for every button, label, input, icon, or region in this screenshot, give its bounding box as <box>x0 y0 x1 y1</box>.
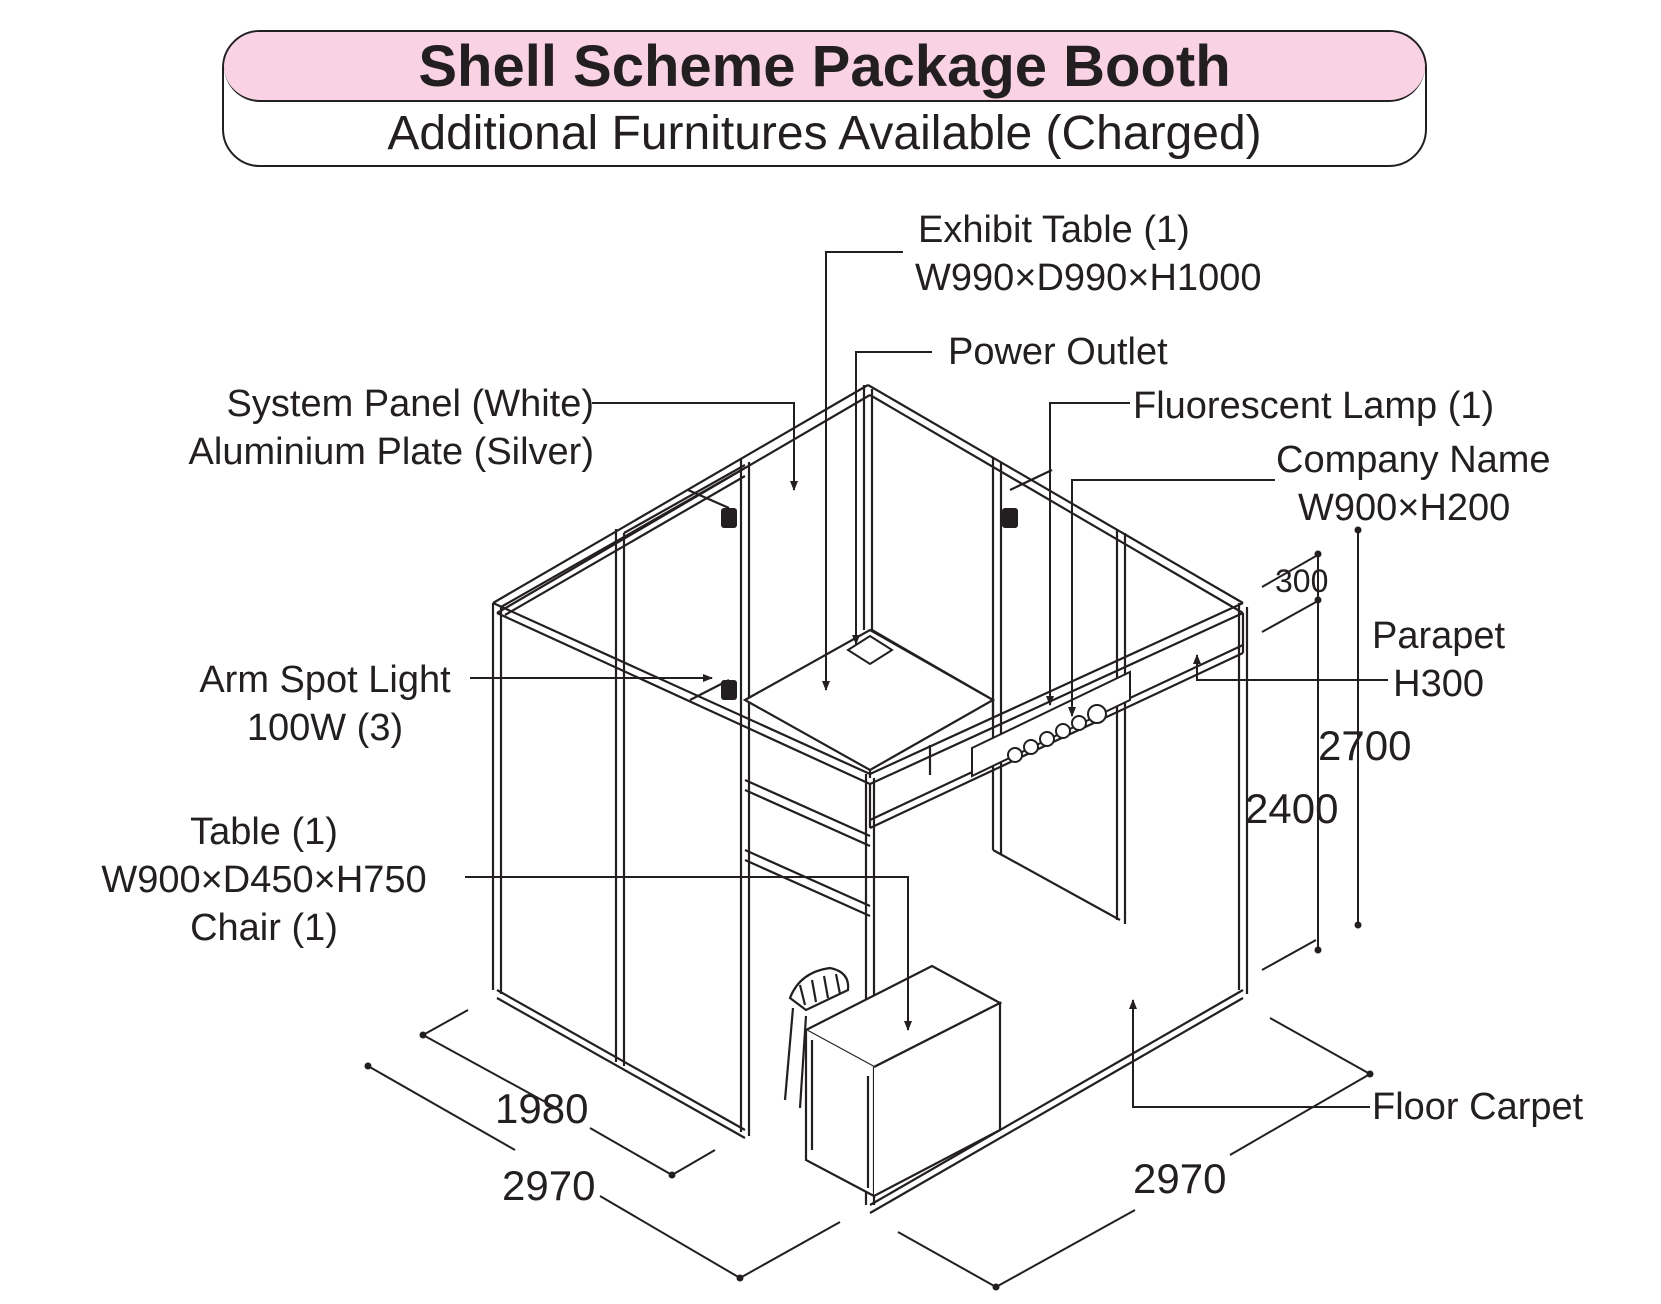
company-name-title: Company Name <box>1276 439 1551 481</box>
power-outlet-label: Power Outlet <box>948 331 1168 373</box>
arm-spot-light-label: Arm Spot Light 100W (3) <box>180 656 470 752</box>
table-chair-label: Table (1) W900×D450×H750 Chair (1) <box>60 808 468 952</box>
floor-carpet-label: Floor Carpet <box>1372 1086 1584 1128</box>
table-size: W900×D450×H750 <box>101 859 427 901</box>
parapet-name: Parapet <box>1372 615 1506 657</box>
dimension-lines <box>364 526 1374 1291</box>
power-outlet-icon <box>846 634 894 666</box>
company-name-label: Company Name W900×H200 <box>1276 436 1551 532</box>
fluorescent-lamp-label: Fluorescent Lamp (1) <box>1133 385 1495 427</box>
exhibit-table <box>742 628 996 778</box>
table-name: Table (1) <box>190 811 338 853</box>
dimension-2970-right: 2970 <box>1133 1155 1227 1202</box>
leader-lines <box>465 251 1388 1108</box>
exhibit-table-size: W990×D990×H1000 <box>915 257 1262 299</box>
dimension-2400: 2400 <box>1245 785 1339 832</box>
exhibit-table-name: Exhibit Table (1) <box>918 209 1190 251</box>
arm-spot-light-name: Arm Spot Light <box>199 659 451 701</box>
arm-spot-light-icon <box>721 508 1018 700</box>
title-banner: Shell Scheme Package Booth Additional Fu… <box>222 30 1427 167</box>
dimension-2970-left: 2970 <box>502 1162 596 1209</box>
page-subtitle: Additional Furnitures Available (Charged… <box>387 106 1262 160</box>
company-name-size: W900×H200 <box>1298 487 1511 529</box>
parapet-label: Parapet H300 <box>1372 612 1505 708</box>
parapet-height: H300 <box>1393 663 1484 705</box>
exhibit-table-label: Exhibit Table (1) W990×D990×H1000 <box>915 206 1262 302</box>
company-name-board <box>1007 704 1107 763</box>
aluminium-plate-name: Aluminium Plate (Silver) <box>188 431 594 473</box>
dimension-2700: 2700 <box>1318 722 1412 769</box>
page-title: Shell Scheme Package Booth <box>224 32 1425 102</box>
chair-name: Chair (1) <box>190 907 338 949</box>
dimension-1980: 1980 <box>495 1085 589 1132</box>
arm-spot-light-spec: 100W (3) <box>246 707 404 749</box>
table-and-chair <box>783 964 1003 1198</box>
dimension-300: 300 <box>1275 563 1329 599</box>
system-panel-label: System Panel (White) Aluminium Plate (Si… <box>189 380 594 476</box>
system-panel-name: System Panel (White) <box>226 383 594 425</box>
